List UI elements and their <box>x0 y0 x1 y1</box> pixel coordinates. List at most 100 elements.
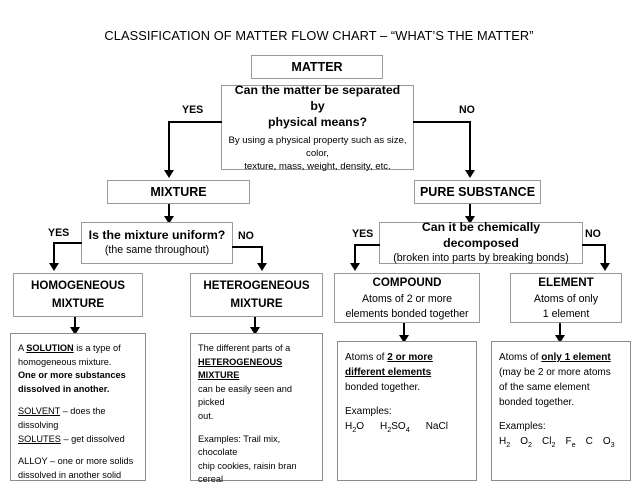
heterogeneous-line1: The different parts of a <box>198 343 291 353</box>
compound-examples-label: Examples: <box>345 406 392 417</box>
connector-q1-no-horizontal <box>413 121 471 123</box>
heterogeneous-title-line2: MIXTURE <box>230 297 283 310</box>
element-desc-line2: (may be 2 or more atoms <box>499 367 611 378</box>
solution-alloy-line2: dissolved in another solid <box>18 469 122 480</box>
connector-q1-yes-vertical <box>168 121 170 170</box>
connector-q2-pure-no-vertical <box>604 244 606 264</box>
question-decomposed-detail: (broken into parts by breaking bonds) <box>393 252 569 265</box>
node-pure-substance-label: PURE SUBSTANCE <box>419 185 536 199</box>
label-q1-no: NO <box>459 104 475 116</box>
arrowhead-q1-no <box>465 170 475 178</box>
question-separated-line2: physical means? <box>267 115 368 129</box>
element-desc-line4: bonded together. <box>499 397 575 408</box>
element-sub-line1: Atoms of only <box>533 292 599 305</box>
compound-desc-line2: different elements <box>345 367 432 378</box>
node-mixture: MIXTURE <box>107 180 250 204</box>
label-q2-mixture-no: NO <box>238 230 254 242</box>
element-formula-2: Cl2 <box>542 436 556 449</box>
solution-solvent: SOLVENT – does the dissolving <box>18 406 106 430</box>
connector-q2-pure-no-horizontal <box>582 244 606 246</box>
homogeneous-title-line1: HOMOGENEOUS <box>30 279 126 292</box>
connector-q2-mixture-no-vertical <box>261 246 263 264</box>
question-separated-detail-line1: By using a physical property such as siz… <box>228 135 407 159</box>
element-desc-line1: Atoms of only 1 element <box>499 352 611 363</box>
element-examples-label: Examples: <box>499 421 546 432</box>
connector-heterogeneous-down <box>254 317 256 328</box>
element-formula-1: O2 <box>520 436 533 449</box>
connector-q1-no-vertical <box>469 121 471 170</box>
connector-q2-pure-yes-vertical <box>354 244 356 264</box>
compound-desc-line1: Atoms of 2 or more <box>345 352 433 363</box>
connector-compound-down <box>403 323 405 336</box>
connector-pure-substance-down <box>469 204 471 217</box>
node-matter-label: MATTER <box>291 60 343 74</box>
question-separated-line1: Can the matter be separated by <box>234 83 401 113</box>
question-mixture-uniform-detail: (the same throughout) <box>104 244 210 257</box>
compound-formula-1: H2SO4 <box>380 421 410 434</box>
arrowhead-q2-pure-no <box>600 263 610 271</box>
connector-q1-yes-horizontal <box>168 121 222 123</box>
element-formula-5: O3 <box>602 436 615 449</box>
element-title: ELEMENT <box>538 275 594 289</box>
label-q2-mixture-yes: YES <box>48 227 70 239</box>
heterogeneous-examples-line1: Examples: Trail mix, chocolate <box>198 433 281 458</box>
node-heterogeneous-mixture: HETEROGENEOUS MIXTURE <box>190 273 323 317</box>
solution-line4: dissolved in another. <box>18 383 110 394</box>
node-question-chemically-decomposed: Can it be chemically decomposed (broken … <box>379 220 583 265</box>
element-formula-4: C <box>585 436 593 447</box>
node-question-separated: Can the matter be separated by physical … <box>221 83 414 172</box>
arrowhead-heterogeneous-down <box>250 327 260 335</box>
arrowhead-compound-down <box>399 335 409 343</box>
description-heterogeneous: The different parts of a HETEROGENEOUS M… <box>190 333 323 484</box>
arrowhead-pure-substance-down <box>465 216 475 224</box>
label-q1-yes: YES <box>182 104 204 116</box>
connector-q2-mixture-no-horizontal <box>232 246 263 248</box>
arrowhead-mixture-down <box>164 216 174 224</box>
heterogeneous-line4: out. <box>198 410 214 421</box>
compound-formula-2: NaCl <box>425 421 448 432</box>
node-mixture-label: MIXTURE <box>150 185 207 199</box>
node-matter: MATTER <box>251 55 383 79</box>
node-element: ELEMENT Atoms of only 1 element <box>510 273 622 323</box>
arrowhead-homogeneous-down <box>70 327 80 335</box>
connector-element-down <box>559 323 561 336</box>
solution-alloy-line1: ALLOY – one or more solids <box>18 456 134 467</box>
element-formula-3: Fe <box>565 436 576 449</box>
solution-line3: One or more substances <box>18 370 126 381</box>
arrowhead-q2-mixture-yes <box>49 263 59 271</box>
compound-sub-line2: elements bonded together <box>345 308 469 320</box>
connector-q2-pure-yes-horizontal <box>354 244 380 246</box>
homogeneous-title-line2: MIXTURE <box>51 297 105 310</box>
connector-q2-mixture-yes-horizontal <box>53 242 82 244</box>
compound-sub-line1: Atoms of 2 or more <box>361 292 453 305</box>
node-compound: COMPOUND Atoms of 2 or more elements bon… <box>334 273 480 323</box>
compound-formula-0: H2O <box>345 421 365 434</box>
label-q2-pure-yes: YES <box>352 228 374 240</box>
solution-line1: A SOLUTION is a type of <box>18 343 121 353</box>
arrowhead-q1-yes <box>164 170 174 178</box>
question-mixture-uniform-text: Is the mixture uniform? <box>88 228 226 243</box>
element-desc-line3: of the same element <box>499 382 590 393</box>
description-compound: Atoms of 2 or more different elements bo… <box>337 341 477 481</box>
node-homogeneous-mixture: HOMOGENEOUS MIXTURE <box>13 273 143 317</box>
connector-q2-mixture-yes-vertical <box>53 242 55 264</box>
question-decomposed-text: Can it be chemically decomposed <box>421 220 541 251</box>
element-sub-line2: 1 element <box>542 308 590 320</box>
element-formula-0: H2 <box>499 436 511 449</box>
label-q2-pure-no: NO <box>585 228 601 240</box>
node-question-mixture-uniform: Is the mixture uniform? (the same throug… <box>81 222 233 264</box>
compound-formula-list: H2O H2SO4 NaCl <box>345 419 469 437</box>
heterogeneous-examples-line2: chip cookies, raisin bran cereal <box>198 460 297 485</box>
connector-mixture-down <box>168 204 170 217</box>
solution-solutes: SOLUTES – get dissolved <box>18 433 125 444</box>
arrowhead-q2-pure-yes <box>350 263 360 271</box>
solution-line2: homogeneous mixture. <box>18 356 112 367</box>
description-solution: A SOLUTION is a type of homogeneous mixt… <box>10 333 146 481</box>
compound-desc-line3: bonded together. <box>345 382 421 393</box>
arrowhead-element-down <box>555 335 565 343</box>
page-title: CLASSIFICATION OF MATTER FLOW CHART – “W… <box>104 28 534 43</box>
arrowhead-q2-mixture-no <box>257 263 267 271</box>
heterogeneous-term: HETEROGENEOUS MIXTURE <box>198 356 283 381</box>
element-formula-list: H2 O2 Cl2 Fe C O3 <box>499 434 623 452</box>
